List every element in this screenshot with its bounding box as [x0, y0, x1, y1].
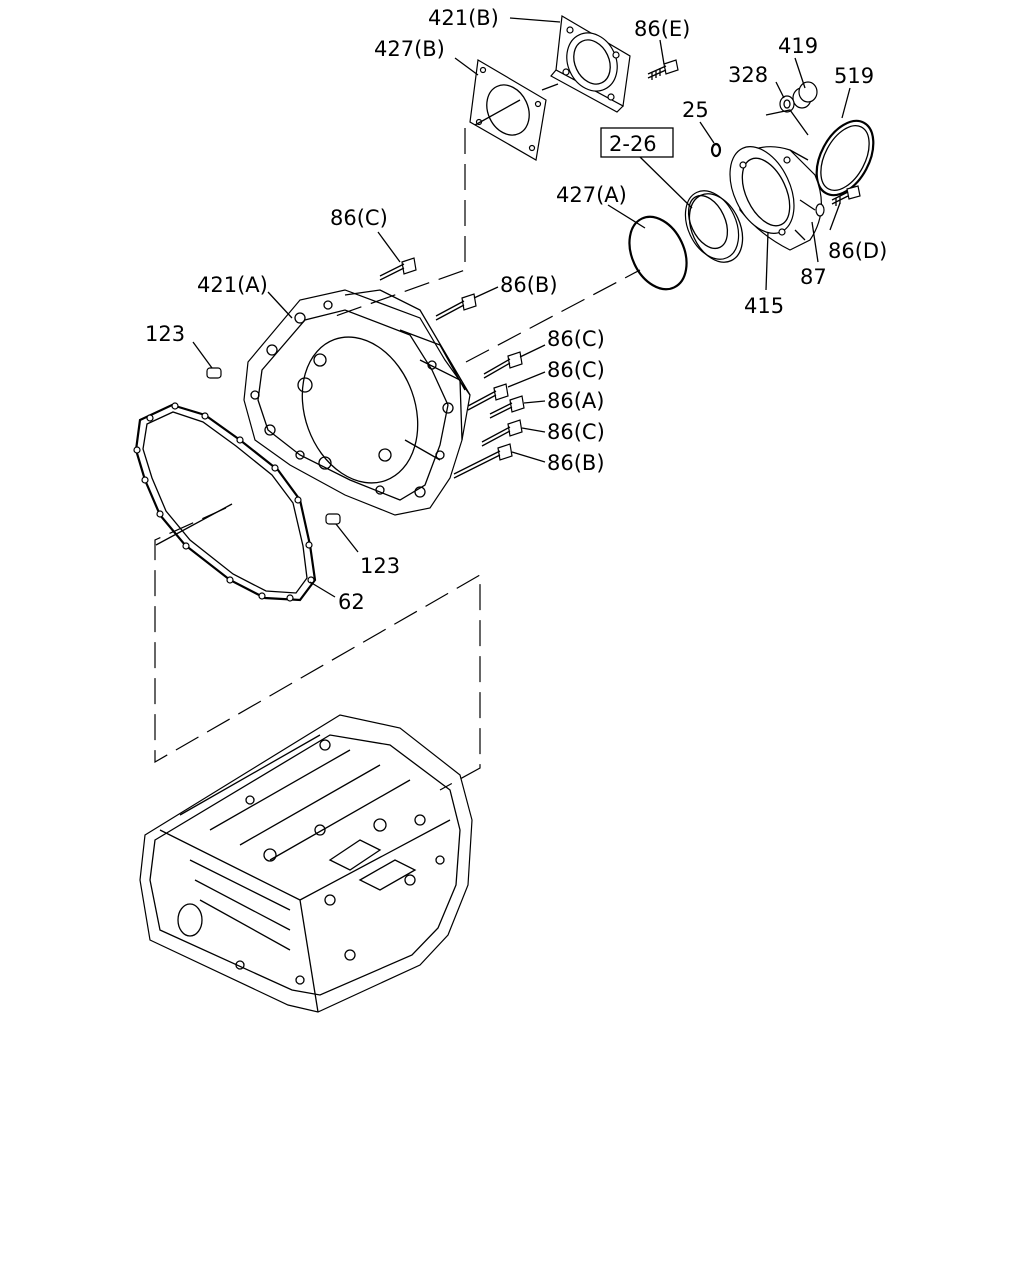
part-87-washer [815, 203, 825, 217]
bolt-86b-bot [453, 443, 513, 479]
label-123-bottom: 123 [360, 554, 400, 578]
bolt-86c-top [379, 257, 417, 281]
label-86c-1: 86(C) [547, 327, 605, 351]
part-62-gasket [133, 402, 317, 602]
part-25-o-ring [710, 142, 722, 158]
label-86c-3: 86(C) [547, 420, 605, 444]
part-2-26-seal [684, 190, 744, 263]
part-427a-o-ring [628, 215, 688, 291]
bolt-86c-1 [483, 351, 523, 379]
label-519: 519 [834, 64, 874, 88]
part-421a-housing [243, 289, 471, 516]
label-415: 415 [744, 294, 784, 318]
part-421b-cover [550, 15, 631, 113]
part-419-plug [792, 81, 818, 109]
label-86c-2: 86(C) [547, 358, 605, 382]
transmission-case [139, 714, 473, 1013]
part-427b-gasket [469, 59, 547, 161]
label-25: 25 [682, 98, 709, 122]
label-86a: 86(A) [547, 389, 604, 413]
label-421a: 421(A) [197, 273, 268, 297]
bolt-86b-top [435, 293, 477, 321]
label-123-left: 123 [145, 322, 185, 346]
part-86e-bolt [647, 59, 679, 80]
label-2-26: 2-26 [609, 132, 657, 156]
part-123-dowel-left [206, 367, 222, 379]
label-86c-top: 86(C) [330, 206, 388, 230]
label-328: 328 [728, 63, 768, 87]
label-86b-bot: 86(B) [547, 451, 605, 475]
label-419: 419 [778, 34, 818, 58]
label-86e: 86(E) [634, 17, 690, 41]
label-427b: 427(B) [374, 37, 445, 61]
part-86d-bolt [831, 185, 861, 206]
part-328-washer [779, 95, 795, 113]
label-421b: 421(B) [428, 6, 499, 30]
label-86b-top: 86(B) [500, 273, 558, 297]
label-427a: 427(A) [556, 183, 627, 207]
part-123-dowel-bottom [325, 513, 341, 525]
assembly-lines [154, 83, 809, 791]
leader-lines [192, 17, 851, 598]
label-62: 62 [338, 590, 365, 614]
part-519-ring [815, 119, 875, 197]
bolt-86c-3 [481, 419, 523, 447]
bolt-86a [489, 395, 525, 419]
label-2-26-box [600, 127, 674, 158]
bolt-86c-2 [467, 383, 509, 411]
label-87: 87 [800, 265, 827, 289]
label-86d: 86(D) [828, 239, 887, 263]
part-labels: 421(B) 427(B) 86(E) 419 328 519 25 2-26 … [145, 6, 887, 614]
part-415-housing [729, 146, 823, 251]
